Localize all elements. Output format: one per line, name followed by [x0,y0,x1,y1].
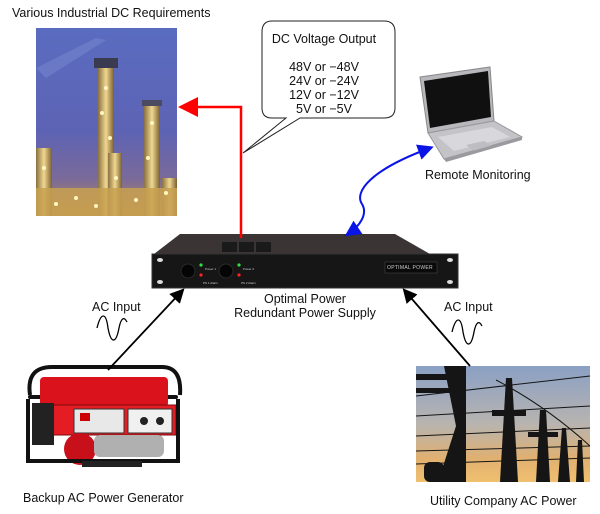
voltage-option: 24V or −24V [289,74,359,88]
generator-image [26,365,183,467]
voltage-option: 5V or −5V [296,102,352,116]
dc-output-callout-bubble [242,20,396,154]
laptop-image [419,66,524,162]
utility-power-label: Utility Company AC Power [430,494,577,508]
ac-input-arrow-generator [107,288,185,371]
ac-input-label-right: AC Input [444,300,493,314]
dc-output-arrow [178,97,243,238]
ac-sine-wave-icon-right [451,319,483,345]
power-supply-label-line1: Optimal Power [264,292,346,306]
ac-input-label-left: AC Input [92,300,141,314]
led-power1-label: Power 1 [205,267,217,271]
industrial-requirements-label: Various Industrial DC Requirements [12,6,211,20]
ac-sine-wave-icon-left [96,315,128,341]
led-ps1-alarm-label: PS 1 Alarm [203,281,219,285]
generator-label: Backup AC Power Generator [23,491,184,505]
ac-input-arrow-utility [402,288,471,367]
voltage-option: 48V or −48V [289,60,359,74]
power-supply-label-line2: Redundant Power Supply [234,306,376,320]
voltage-option: 12V or −12V [289,88,359,102]
callout-title: DC Voltage Output [271,32,377,46]
utility-power-image [416,366,590,482]
led-ps2-alarm-label: PS 2 Alarm [241,281,257,285]
device-brand-label: OPTIMAL POWER [387,265,433,271]
remote-monitoring-link [344,144,434,237]
dc-voltage-callout: DC Voltage Output 48V or −48V 24V or −24… [262,32,386,116]
led-power2-label: Power 2 [243,267,255,271]
power-supply-device [151,234,459,289]
refinery-image [36,28,177,216]
remote-monitoring-label: Remote Monitoring [425,168,531,182]
